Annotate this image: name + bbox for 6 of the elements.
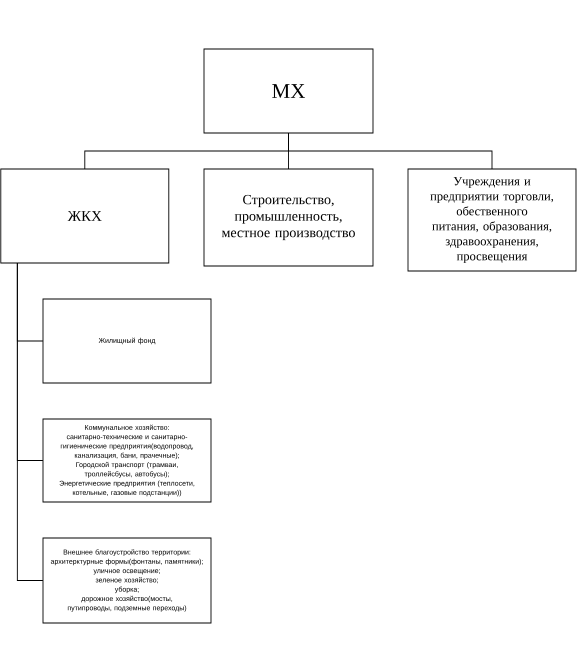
connector-line [288,133,492,169]
category-box: Строительство, промышленность, местное производство [204,168,374,266]
category-box: Учреждения и предприятии торговли, обественного питания, образования, здравоохранения, просвещения [408,168,576,272]
root-box: МХ [204,48,374,134]
category-box: ЖКХ [0,168,170,264]
connector-line [16,263,43,581]
